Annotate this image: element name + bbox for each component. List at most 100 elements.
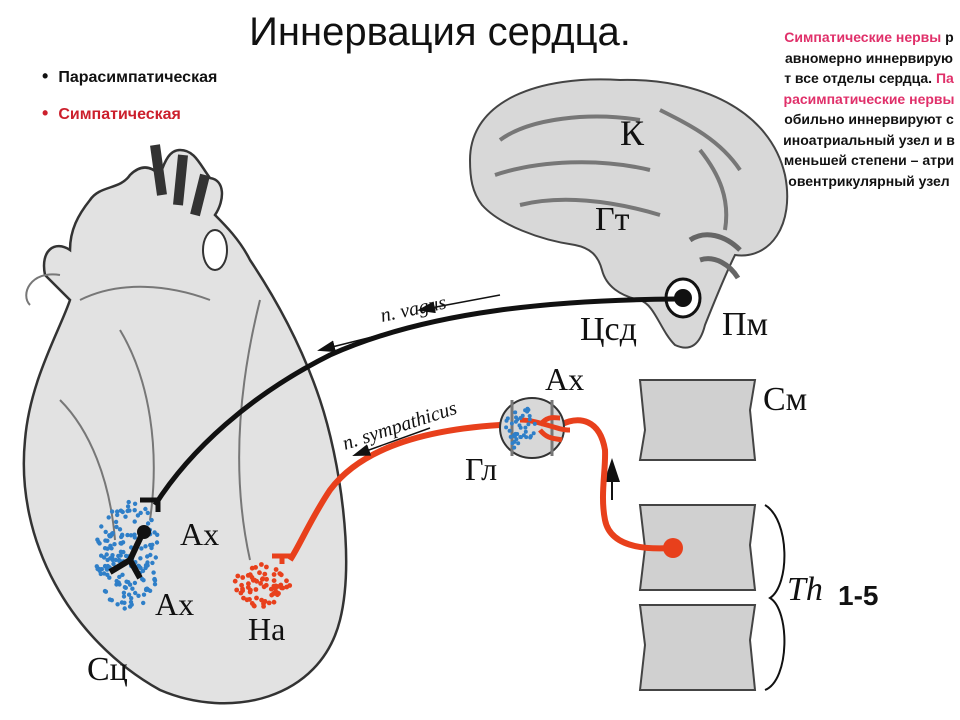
transmitter-dot bbox=[117, 558, 122, 563]
transmitter-dot bbox=[151, 570, 156, 575]
transmitter-dot bbox=[234, 587, 240, 593]
transmitter-dot bbox=[252, 577, 257, 583]
transmitter-dot bbox=[117, 527, 123, 532]
transmitter-dot bbox=[94, 564, 100, 569]
transmitter-dot bbox=[512, 445, 517, 450]
bullet-sympathetic: Симпатическая bbox=[42, 103, 217, 124]
transmitter-dot bbox=[532, 421, 537, 426]
transmitter-dot bbox=[264, 576, 269, 582]
transmitter-dot bbox=[113, 557, 118, 563]
transmitter-dot bbox=[140, 568, 146, 574]
transmitter-dot bbox=[132, 580, 138, 586]
transmitter-dot bbox=[262, 571, 268, 577]
label-k: К bbox=[620, 113, 645, 153]
transmitter-dot bbox=[271, 583, 277, 589]
spinal-segment-3 bbox=[638, 604, 757, 691]
transmitter-dot bbox=[118, 549, 124, 554]
transmitter-dot bbox=[145, 510, 150, 516]
transmitter-dot bbox=[122, 600, 127, 605]
side-sympathetic-nerves: Симпатические нервы bbox=[784, 29, 942, 45]
transmitter-dot bbox=[521, 433, 526, 438]
transmitter-dot bbox=[133, 590, 138, 596]
transmitter-dot bbox=[95, 537, 100, 542]
transmitter-dot bbox=[263, 582, 269, 588]
transmitter-dot bbox=[528, 434, 533, 439]
noradrenaline-cluster bbox=[232, 562, 293, 609]
transmitter-dot bbox=[139, 546, 144, 551]
transmitter-dot bbox=[513, 419, 518, 424]
transmitter-dot bbox=[246, 581, 251, 587]
transmitter-dot bbox=[508, 434, 513, 439]
transmitter-dot bbox=[152, 576, 157, 582]
transmitter-dot bbox=[516, 441, 521, 446]
side-parasympathetic-text: обильно иннервируют синоатриальный узел … bbox=[783, 111, 955, 189]
bullet-parasympathetic: Парасимпатическая bbox=[42, 66, 217, 87]
label-th: Th bbox=[787, 571, 823, 608]
transmitter-dot bbox=[126, 580, 131, 585]
label-csd: Цсд bbox=[580, 311, 637, 348]
transmitter-dot bbox=[114, 524, 119, 530]
transmitter-dot bbox=[101, 571, 107, 576]
transmitter-dot bbox=[287, 583, 293, 588]
brain-drawing bbox=[468, 78, 789, 349]
transmitter-dot bbox=[240, 575, 246, 580]
transmitter-dot bbox=[128, 599, 134, 605]
sympathetic-terminal bbox=[272, 553, 292, 564]
transmitter-dot bbox=[113, 519, 119, 525]
transmitter-dot bbox=[126, 592, 132, 597]
transmitter-dot bbox=[115, 602, 120, 607]
transmitter-dot bbox=[143, 544, 148, 549]
transmitter-dot bbox=[531, 431, 536, 436]
transmitter-dot bbox=[153, 555, 158, 560]
transmitter-dot bbox=[247, 589, 253, 595]
transmitter-dot bbox=[125, 504, 131, 509]
transmitter-dot bbox=[138, 510, 143, 516]
transmitter-dot bbox=[141, 600, 146, 606]
transmitter-dot bbox=[99, 553, 104, 558]
transmitter-dot bbox=[107, 575, 112, 580]
transmitter-dot bbox=[271, 572, 277, 577]
th-brace bbox=[764, 504, 786, 691]
ganglion-acetylcholine bbox=[504, 406, 537, 450]
transmitter-dot bbox=[110, 531, 115, 536]
transmitter-dot bbox=[132, 501, 138, 506]
transmitter-dot bbox=[507, 428, 512, 433]
transmitter-dot bbox=[140, 576, 145, 582]
transmitter-dot bbox=[143, 506, 148, 512]
transmitter-dot bbox=[273, 567, 279, 572]
transmitter-dot bbox=[121, 594, 127, 599]
transmitter-dot bbox=[104, 552, 109, 557]
ganglion bbox=[499, 397, 571, 459]
transmitter-dot bbox=[121, 590, 127, 595]
transmitter-dot bbox=[526, 407, 531, 412]
transmitter-dot bbox=[102, 563, 108, 569]
transmitter-dot bbox=[116, 580, 121, 585]
transmitter-dot bbox=[278, 572, 284, 578]
transmitter-dot bbox=[107, 597, 113, 602]
transmitter-dot bbox=[123, 514, 128, 519]
transmitter-dot bbox=[235, 573, 241, 579]
transmitter-dot bbox=[518, 435, 523, 439]
page-title: Иннервация сердца. bbox=[249, 10, 631, 54]
transmitter-dot bbox=[117, 574, 122, 580]
spinal-segment-1 bbox=[638, 379, 757, 461]
transmitter-dot bbox=[504, 418, 509, 423]
transmitter-dot bbox=[138, 556, 143, 561]
transmitter-dot bbox=[152, 582, 158, 587]
transmitter-dot bbox=[115, 512, 120, 518]
vagus-arrow bbox=[417, 294, 501, 314]
transmitter-dot bbox=[271, 578, 277, 583]
transmitter-dot bbox=[512, 439, 517, 444]
transmitter-dot bbox=[276, 591, 281, 596]
transmitter-dot bbox=[108, 556, 113, 561]
transmitter-dot bbox=[122, 606, 127, 611]
transmitter-dot bbox=[509, 421, 514, 426]
transmitter-dot bbox=[103, 538, 108, 543]
vagus-nerve bbox=[152, 296, 677, 507]
transmitter-dot bbox=[115, 509, 120, 514]
transmitter-dot bbox=[102, 546, 108, 551]
transmitter-dot bbox=[141, 592, 147, 597]
transmitter-dot bbox=[150, 542, 155, 547]
transmitter-dot bbox=[130, 586, 135, 591]
vagus-arrow-2 bbox=[317, 334, 381, 353]
